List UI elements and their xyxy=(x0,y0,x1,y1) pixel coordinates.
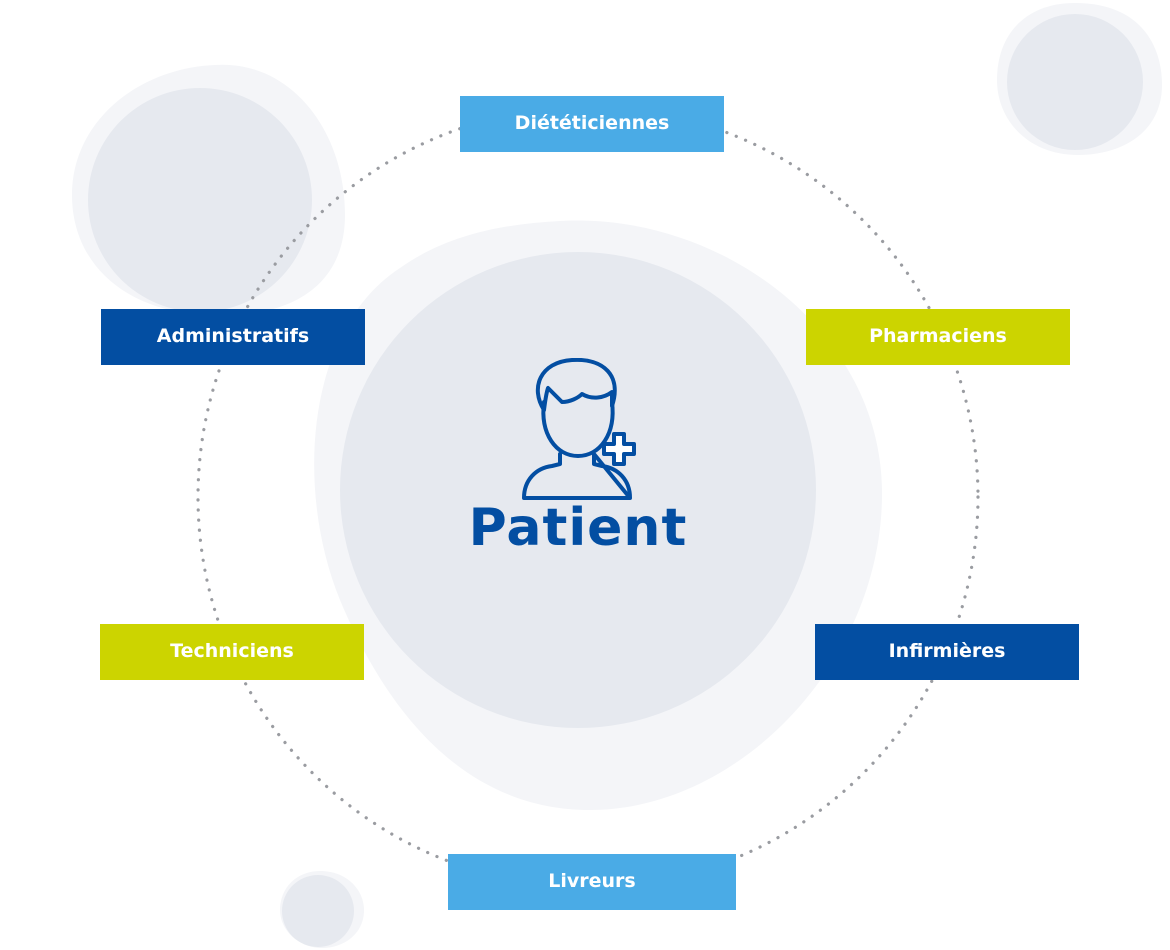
role-box-administratifs: Administratifs xyxy=(101,309,365,365)
role-label-dieteticiennes: Diététiciennes xyxy=(514,112,670,134)
role-label-livreurs: Livreurs xyxy=(548,870,636,892)
role-label-infirmieres: Infirmières xyxy=(888,640,1006,662)
role-box-infirmieres: Infirmières xyxy=(815,624,1079,680)
role-label-techniciens: Techniciens xyxy=(170,640,294,662)
role-label-administratifs: Administratifs xyxy=(156,325,310,347)
role-box-pharmaciens: Pharmaciens xyxy=(806,309,1070,365)
decorative-bubbles xyxy=(72,3,1162,949)
role-label-pharmaciens: Pharmaciens xyxy=(869,325,1007,347)
bubble-center-inner xyxy=(340,252,816,728)
bubble-bottom-left-inner xyxy=(282,875,354,947)
patient-node: Patient xyxy=(460,358,696,558)
role-box-dieteticiennes: Diététiciennes xyxy=(460,96,724,152)
bubble-top-right-inner xyxy=(1007,14,1143,150)
patient-title: Patient xyxy=(468,498,688,558)
role-box-livreurs: Livreurs xyxy=(448,854,736,910)
role-box-techniciens: Techniciens xyxy=(100,624,364,680)
bubble-top-left-inner xyxy=(88,88,312,312)
patient-plus-icon xyxy=(522,358,636,500)
